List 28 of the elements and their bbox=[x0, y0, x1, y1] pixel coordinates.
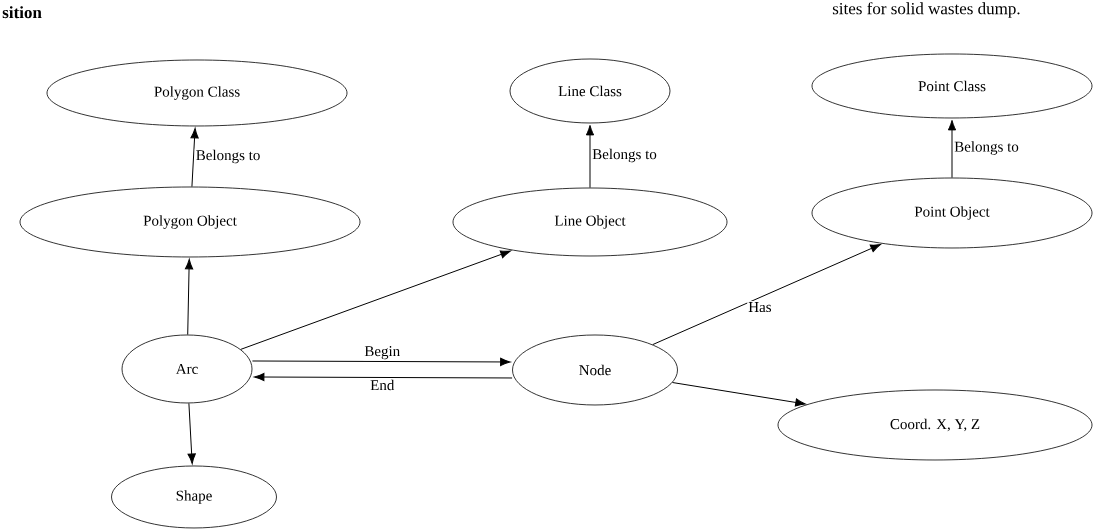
text-fragment: sition bbox=[2, 6, 42, 19]
arrow bbox=[652, 244, 881, 346]
ellipse-node: Coord. X, Y, Z bbox=[777, 389, 1093, 461]
edge-label: Begin bbox=[363, 345, 402, 361]
arrow bbox=[190, 127, 199, 188]
arrow bbox=[240, 250, 511, 350]
ellipse-node: Shape bbox=[111, 465, 277, 529]
ellipse-node: Point Class bbox=[811, 53, 1093, 119]
arrow bbox=[253, 372, 513, 382]
ellipse-node: Point Object bbox=[811, 177, 1093, 249]
ellipse-node: Polygon Object bbox=[19, 186, 361, 258]
ellipse-node: Line Object bbox=[452, 187, 728, 257]
text-fragment: sites for solid wastes dump. bbox=[832, 2, 1020, 18]
arrow bbox=[251, 357, 511, 367]
edge-label: Belongs to bbox=[591, 147, 658, 164]
arrow bbox=[672, 382, 806, 407]
edge-label: Belongs to bbox=[953, 140, 1020, 156]
edge-label: Belongs to bbox=[194, 148, 262, 165]
ellipse-node: Node bbox=[512, 334, 678, 406]
edge-label: End bbox=[369, 378, 396, 392]
ellipse-node: Polygon Class bbox=[46, 59, 348, 127]
arrow bbox=[184, 258, 194, 336]
arrow bbox=[187, 402, 196, 465]
arrow bbox=[585, 124, 595, 189]
ellipse-node: Arc bbox=[121, 334, 253, 404]
ellipse-node: Line Class bbox=[509, 58, 671, 124]
edge-label: Has bbox=[747, 301, 773, 314]
arrow bbox=[947, 119, 957, 179]
